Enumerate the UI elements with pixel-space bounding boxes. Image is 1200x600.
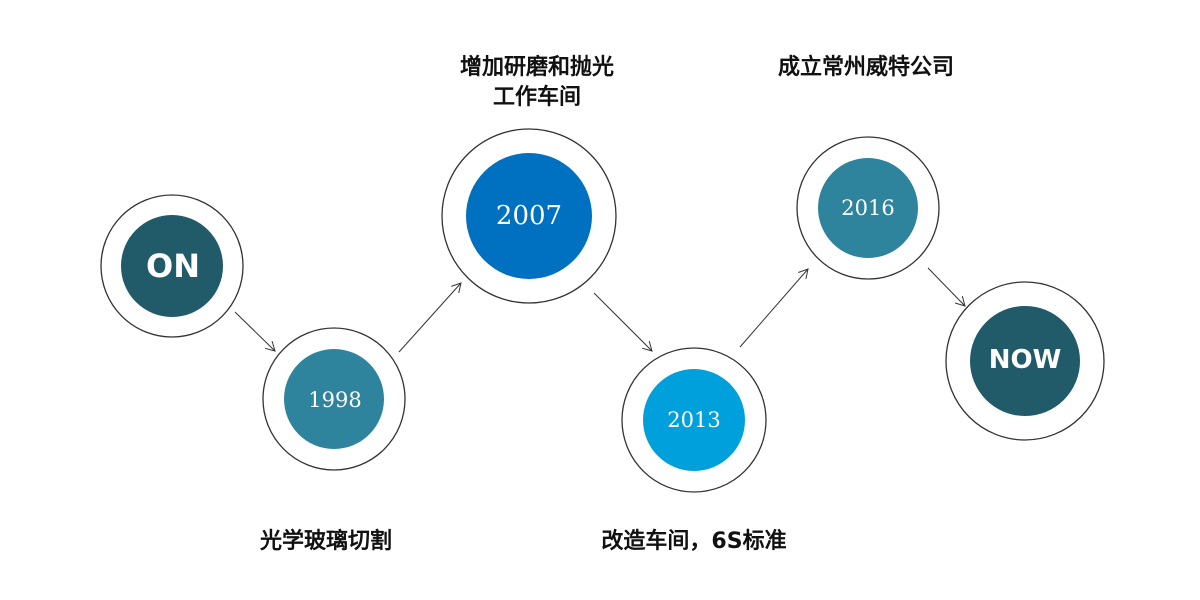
arrow-1998-2007 — [398, 282, 462, 353]
caption-2007-line2: 工作车间 — [492, 85, 582, 110]
caption-2007: 增加研磨和抛光 工作车间 — [460, 53, 614, 113]
node-disc-2013 — [643, 369, 745, 471]
caption-2016: 成立常州威特公司 — [777, 55, 955, 80]
arrow-2016-now — [927, 267, 966, 307]
node-disc-now — [970, 306, 1080, 416]
node-disc-on — [121, 215, 223, 317]
caption-2007-line1: 增加研磨和抛光 — [459, 55, 615, 80]
node-label-now: NOW — [988, 345, 1062, 375]
node-label-1998: 1998 — [308, 388, 362, 412]
arrow-2013-2016 — [739, 268, 809, 348]
node-label-2016: 2016 — [841, 196, 895, 220]
node-label-2007: 2007 — [495, 201, 563, 231]
caption-1998: 光学玻璃切割 — [259, 529, 393, 554]
node-label-on: ON — [146, 247, 200, 285]
arrow-on-1998 — [234, 311, 276, 352]
arrow-2007-2013 — [593, 292, 653, 352]
node-disc-2016 — [818, 158, 918, 258]
node-disc-2007 — [466, 153, 592, 279]
node-label-2013: 2013 — [667, 408, 721, 432]
caption-2013: 改造车间，6S标准 — [601, 529, 787, 554]
node-disc-1998 — [284, 349, 384, 449]
